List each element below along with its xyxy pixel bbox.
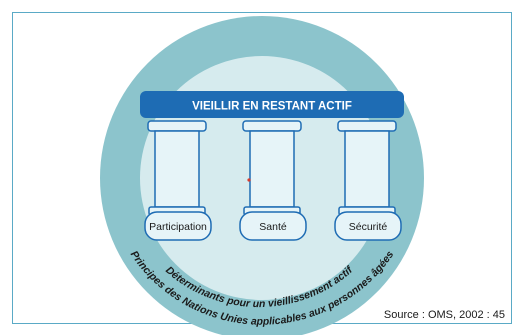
pillar-securite	[337, 120, 397, 216]
pillar-participation	[147, 120, 207, 216]
banner-title: VIEILLIR EN RESTANT ACTIF	[192, 101, 352, 113]
banner	[140, 91, 404, 118]
pillar-label-text: Participation	[149, 221, 207, 233]
source-caption: Source : OMS, 2002 : 45	[383, 309, 505, 321]
pillar-label-securite: Sécurité	[334, 211, 402, 241]
pillar-sante	[242, 120, 302, 216]
marker-dot	[247, 178, 251, 182]
pillar-label-text: Sécurité	[349, 221, 388, 233]
pillar-label-sante: Santé	[239, 211, 307, 241]
pillar-label-participation: Participation	[144, 211, 212, 241]
pillar-label-text: Santé	[259, 221, 287, 233]
